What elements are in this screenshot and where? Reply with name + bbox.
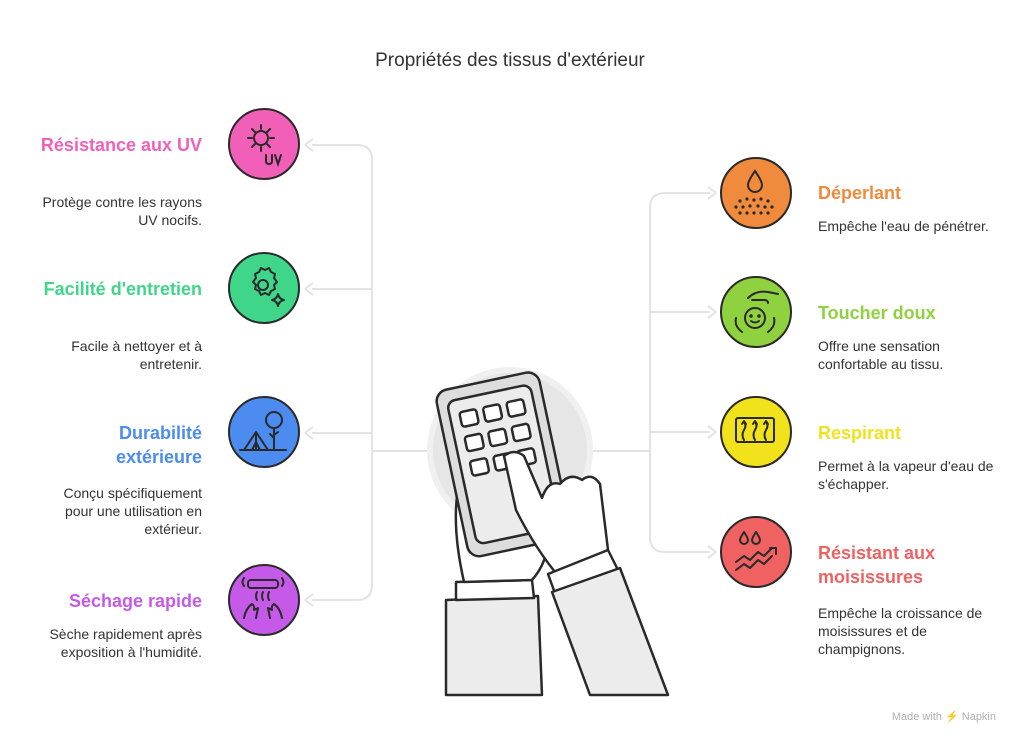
feature-desc-respirant: Permet à la vapeur d'eau de s'échapper. <box>818 458 994 492</box>
resistant-moisissures-circle <box>720 516 792 588</box>
feature-title-sechage-rapide: Séchage rapide <box>68 591 202 611</box>
mold-resistant-icon <box>735 531 777 571</box>
feature-desc-durabilite: Conçu spécifiquement pour une utilisatio… <box>63 485 202 537</box>
sechage-rapide-circle <box>228 564 300 636</box>
hand-tablet-icon <box>427 367 670 697</box>
gear-sparkle-icon <box>252 267 285 307</box>
feature-desc-resistant-moisissures: Empêche la croissance de moisissures et … <box>818 605 983 657</box>
deperlant-circle <box>720 157 792 229</box>
feature-title-respirant: Respirant <box>818 423 902 443</box>
feature-title-deperlant: Déperlant <box>818 183 902 203</box>
soft-touch-icon <box>734 290 779 333</box>
footer-credit: Made with ⚡ Napkin <box>891 711 996 723</box>
feature-desc-facilite-entretien: Facile à nettoyer et à entretenir. <box>71 338 202 372</box>
feature-title-facilite-entretien: Facilité d'entretien <box>43 279 202 299</box>
durabilite-circle <box>228 396 300 468</box>
breathable-icon <box>735 417 775 443</box>
hand-dryer-icon <box>241 577 285 619</box>
feature-desc-deperlant: Empêche l'eau de pénétrer. <box>818 218 989 234</box>
feature-title-durabilite: Durabilité extérieure <box>115 423 202 467</box>
water-drop-icon <box>734 169 774 215</box>
resistance-uv-circle <box>228 108 300 180</box>
feature-title-resistant-moisissures: Résistant aux moisissures <box>818 543 936 587</box>
feature-desc-toucher-doux: Offre une sensation confortable au tissu… <box>818 338 944 372</box>
feature-title-toucher-doux: Toucher doux <box>818 303 936 323</box>
sun-uv-icon <box>247 124 282 168</box>
respirant-circle <box>720 396 792 468</box>
facilite-entretien-circle <box>228 252 300 324</box>
feature-desc-sechage-rapide: Sèche rapidement après exposition à l'hu… <box>49 626 202 660</box>
page-title: Propriétés des tissus d'extérieur <box>375 50 645 71</box>
feature-desc-resistance-uv: Protège contre les rayons UV nocifs. <box>42 194 202 228</box>
toucher-doux-circle <box>720 276 792 348</box>
feature-title-resistance-uv: Résistance aux UV <box>40 135 202 155</box>
tent-tree-icon <box>239 411 287 451</box>
